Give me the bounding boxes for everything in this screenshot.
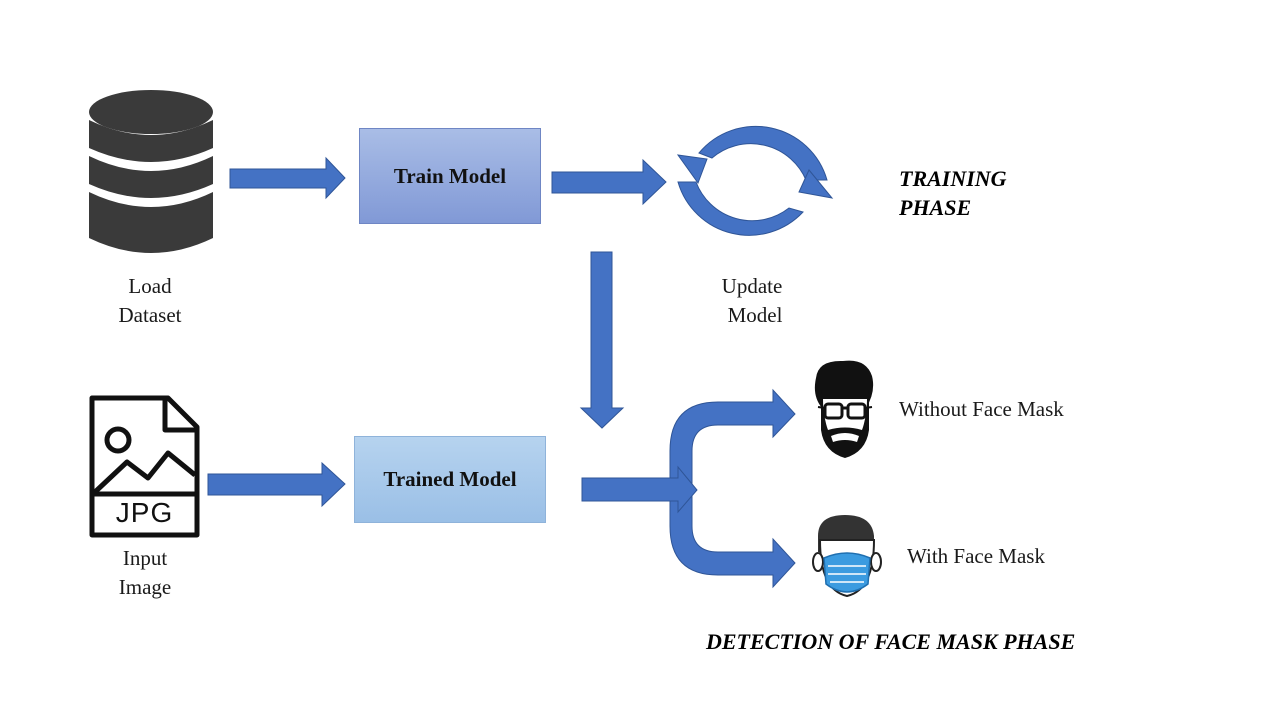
arrow-dataset-to-train	[229, 156, 346, 200]
input-image-label: Input Image	[118, 546, 172, 599]
jpg-file-icon	[89, 395, 200, 538]
without-mask-label: Without Face Mask	[899, 397, 1064, 421]
trained-model-label: Trained Model	[383, 467, 517, 491]
face-with-mask-icon	[812, 515, 882, 598]
update-model-label: Update Model	[721, 274, 783, 327]
jpg-icon-text: JPG	[115, 497, 174, 528]
arrow-train-to-trained	[579, 251, 625, 429]
arrow-trained-to-branch	[581, 465, 698, 514]
database-icon	[89, 90, 213, 253]
load-dataset-label: Load Dataset	[118, 274, 182, 327]
trained-model-box: Trained Model	[354, 436, 546, 523]
training-phase-title: TRAINING PHASE	[899, 166, 1007, 220]
arrow-input-to-trained	[207, 461, 346, 508]
train-model-label: Train Model	[393, 163, 507, 188]
detection-phase-title: DETECTION OF FACE MASK PHASE	[706, 629, 1076, 654]
train-model-box: Train Model	[359, 128, 541, 224]
arrow-train-to-update	[551, 158, 667, 206]
refresh-cycle-icon	[676, 125, 834, 236]
face-without-mask-icon	[814, 360, 874, 458]
with-mask-label: With Face Mask	[907, 544, 1045, 568]
branch-arrow	[669, 388, 796, 589]
